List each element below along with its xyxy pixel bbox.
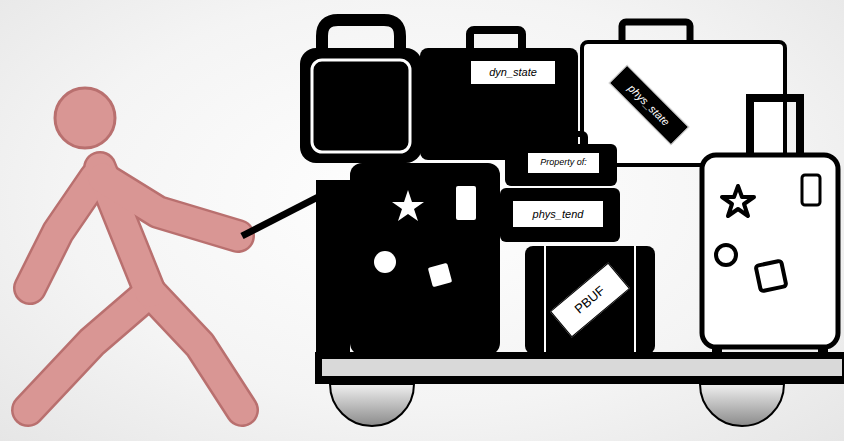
tag-label: phys_state <box>626 82 672 128</box>
tag-label: dyn_state <box>489 66 537 78</box>
cart-platform <box>315 352 844 384</box>
luggage-tag: phys_tend <box>512 200 604 228</box>
luggage-tag: Property of: <box>527 152 600 174</box>
tag-label: phys_tend <box>533 208 584 220</box>
white-suitcase <box>582 22 785 165</box>
rolling-suitcase <box>702 98 838 355</box>
backpack <box>300 20 422 163</box>
briefcase <box>500 188 620 242</box>
luggage-tag: phys_state <box>609 65 690 146</box>
luggage-tag: PBUF <box>550 263 630 338</box>
tag-label: PBUF <box>572 283 608 316</box>
cart-upright <box>316 180 350 355</box>
tag-label: Property of: <box>540 158 587 168</box>
pbuf-bag <box>525 246 655 354</box>
luggage-tag: dyn_state <box>470 60 556 85</box>
cart-handle <box>242 195 322 236</box>
cart-wheel <box>330 384 784 426</box>
small-bag <box>505 134 617 186</box>
black-suitcase <box>350 163 500 355</box>
duffel-bag <box>420 30 578 160</box>
person-figure <box>28 88 242 410</box>
